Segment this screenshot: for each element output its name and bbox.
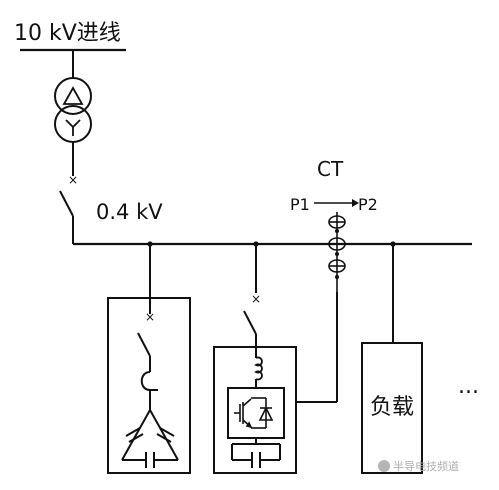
load-label: 负载 (370, 395, 414, 420)
low-voltage-label: 0.4 kV (96, 200, 163, 224)
breaker-cross-mark: × (68, 173, 78, 187)
feeder-2-cross-mark: × (251, 292, 261, 306)
transformer-symbol (54, 77, 92, 143)
feeder-2-switch (243, 310, 257, 335)
ct-label: CT (317, 157, 344, 181)
ct-terminal-2 (335, 252, 339, 256)
ct-p2-label: P2 (358, 195, 378, 214)
load-box (361, 342, 423, 474)
dc-capacitor-symbol (231, 443, 281, 468)
ct-terminal-1 (335, 229, 339, 233)
watermark-text: 半导电技频道 (393, 459, 459, 473)
feeder-1-switch (137, 332, 151, 357)
ct-arrowhead (352, 199, 359, 207)
capacitor-cabinet-box (107, 297, 191, 474)
feeder-1-cross-mark: × (145, 310, 155, 324)
continuation-ellipsis: ... (458, 374, 479, 399)
ct-terminal-3 (335, 275, 339, 279)
incoming-line-label: 10 kV进线 (14, 21, 121, 46)
reactor-symbol (140, 371, 158, 391)
inductor-symbol (254, 356, 263, 381)
watermark-icon (378, 460, 390, 472)
main-breaker-switch (59, 190, 74, 217)
ct-p1-label: P1 (290, 195, 310, 214)
igbt-diode-symbol (234, 397, 274, 429)
capacitor-bank-symbol (121, 409, 179, 468)
